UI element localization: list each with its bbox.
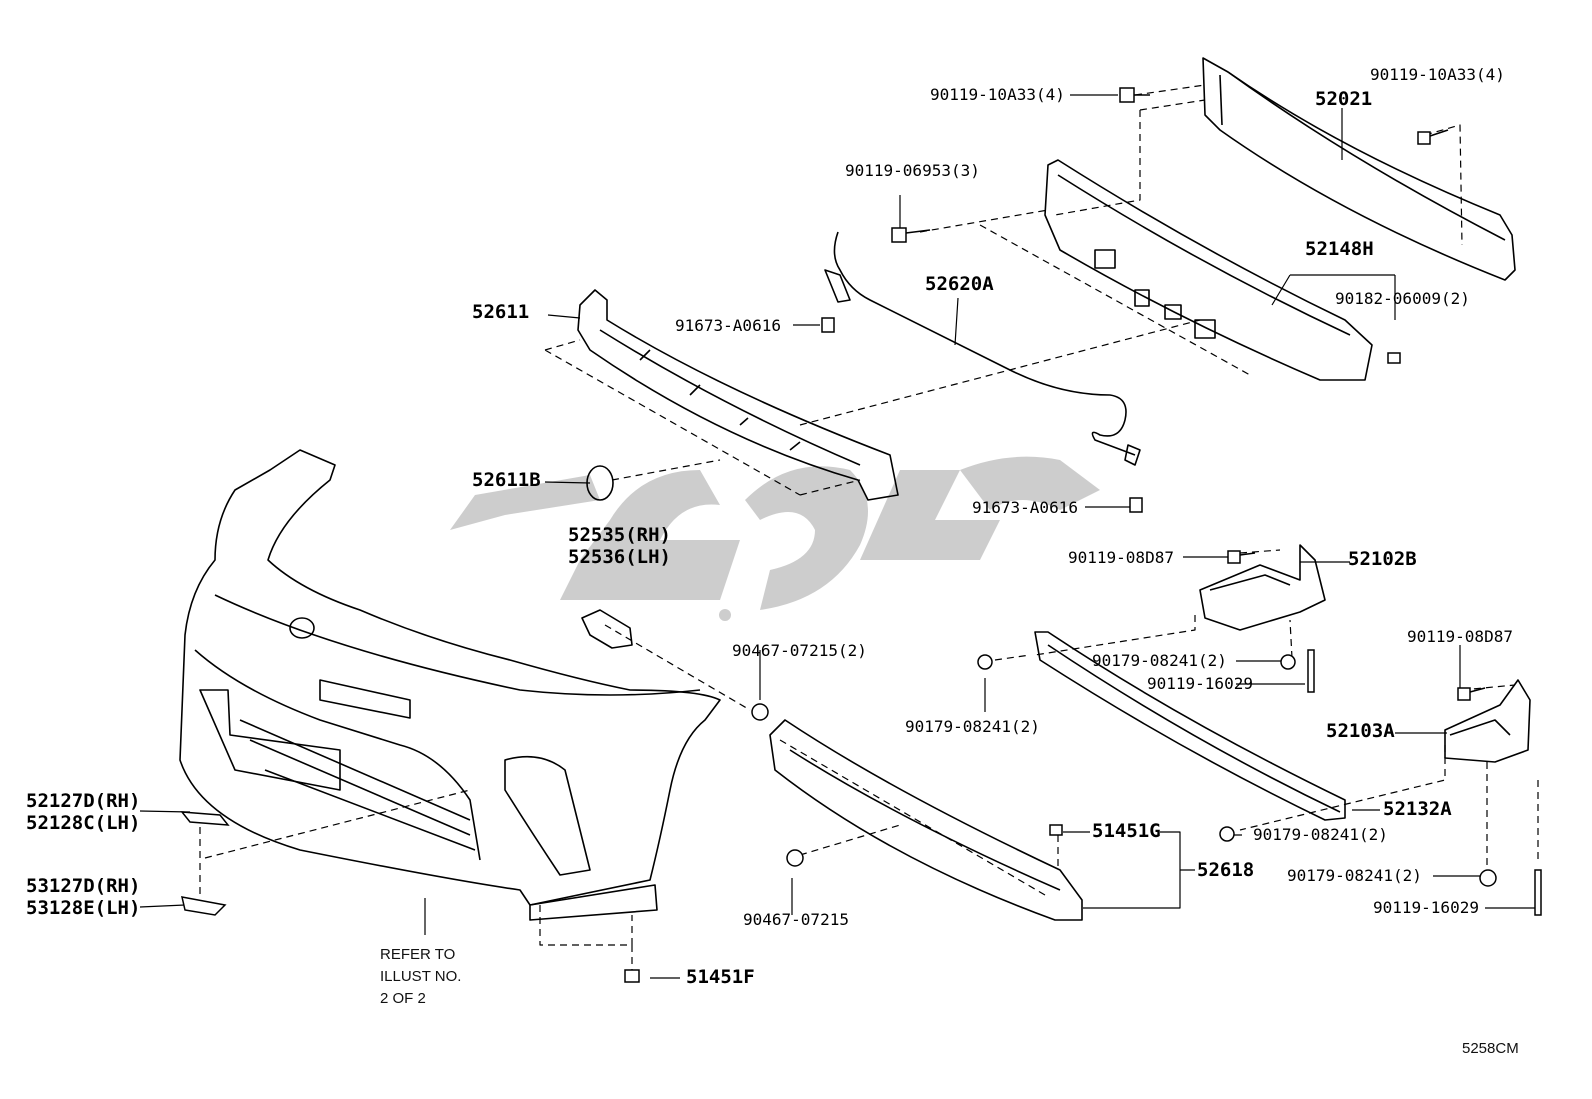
label-52102B: 52102B xyxy=(1348,548,1417,570)
label-90179-08241-c: 90179-08241(2) xyxy=(1253,825,1388,844)
label-52618: 52618 xyxy=(1197,859,1255,881)
reinforcement-52021 xyxy=(1202,57,1516,281)
label-53127d-rh: 53127D(RH) xyxy=(26,875,141,897)
label-90182-06009: 90182-06009(2) xyxy=(1335,289,1470,308)
bumper-cover xyxy=(179,449,721,921)
bracket-52535 xyxy=(581,609,633,649)
label-52611: 52611 xyxy=(472,301,530,323)
label-52128c-lh: 52128C(LH) xyxy=(26,812,141,834)
label-90179-08241-d: 90179-08241(2) xyxy=(1287,866,1422,885)
reinforcement-52132a xyxy=(1034,631,1346,821)
refer-note-line-2: ILLUST NO. xyxy=(380,968,462,985)
label-53127D-53128E: 53127D(RH) 53128E(LH) xyxy=(26,875,140,919)
label-52132A: 52132A xyxy=(1383,798,1452,820)
label-90119-06953: 90119-06953(3) xyxy=(845,161,980,180)
diagram-code: 5258CM xyxy=(1462,1040,1519,1057)
label-52103A: 52103A xyxy=(1326,720,1395,742)
bracket-52103a xyxy=(1444,679,1531,763)
label-52536-lh: 52536(LH) xyxy=(568,546,671,568)
label-91673-A0616-top: 91673-A0616 xyxy=(675,316,781,335)
label-51451F: 51451F xyxy=(686,966,755,988)
spoiler-52618 xyxy=(769,719,1083,921)
label-52535-52536: 52535(RH) 52536(LH) xyxy=(568,524,671,568)
label-90119-10A33-left: 90119-10A33(4) xyxy=(930,85,1065,104)
label-52127d-rh: 52127D(RH) xyxy=(26,790,141,812)
refer-note: REFER TO ILLUST NO. 2 OF 2 xyxy=(380,944,461,1010)
label-52620A: 52620A xyxy=(925,273,994,295)
label-90119-16029-b: 90119-16029 xyxy=(1373,898,1479,917)
label-52148H: 52148H xyxy=(1305,238,1374,260)
label-90119-08D87-right: 90119-08D87 xyxy=(1407,627,1513,646)
label-52127D-52128C: 52127D(RH) 52128C(LH) xyxy=(26,790,140,834)
refer-note-line-1: REFER TO xyxy=(380,946,456,963)
label-90179-08241-b: 90179-08241(2) xyxy=(905,717,1040,736)
wire-52620a xyxy=(824,231,1141,466)
leader-lines xyxy=(139,94,1535,979)
label-90179-08241-a: 90179-08241(2) xyxy=(1092,651,1227,670)
label-90467-07215-2: 90467-07215(2) xyxy=(732,641,867,660)
retainer-52611 xyxy=(577,289,899,501)
label-52021: 52021 xyxy=(1315,88,1373,110)
label-52535-rh: 52535(RH) xyxy=(568,524,671,546)
label-90119-10A33-right: 90119-10A33(4) xyxy=(1370,65,1505,84)
label-90119-08D87-top: 90119-08D87 xyxy=(1068,548,1174,567)
refer-note-line-3: 2 OF 2 xyxy=(380,990,426,1007)
label-90119-16029-a: 90119-16029 xyxy=(1147,674,1253,693)
watermark xyxy=(450,456,1100,621)
label-90467-07215: 90467-07215 xyxy=(743,910,849,929)
label-52611B: 52611B xyxy=(472,469,541,491)
label-91673-A0616-bottom: 91673-A0616 xyxy=(972,498,1078,517)
label-53128e-lh: 53128E(LH) xyxy=(26,897,141,919)
dashed-lines xyxy=(199,84,1539,970)
label-51451G: 51451G xyxy=(1092,820,1161,842)
absorber-52148h xyxy=(1044,159,1373,381)
bracket-52102b xyxy=(1199,544,1326,631)
fasteners xyxy=(180,87,1542,983)
